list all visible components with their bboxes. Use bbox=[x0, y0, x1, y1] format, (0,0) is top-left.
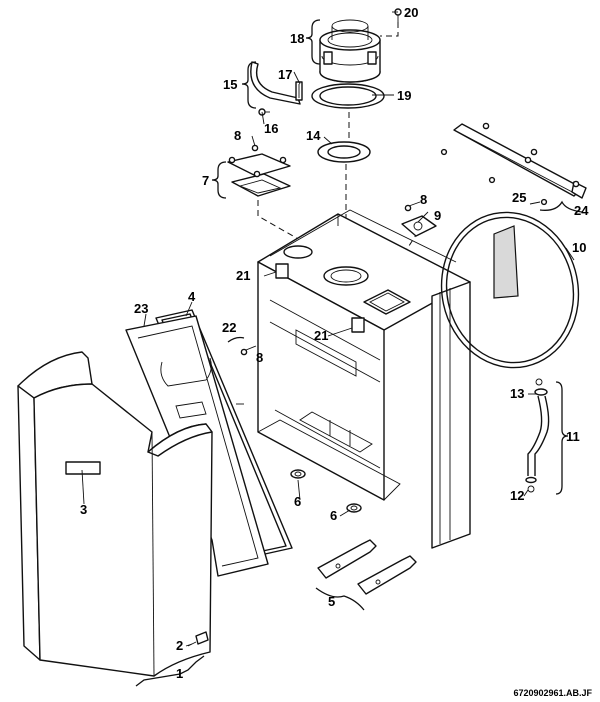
gas-pipe-part-11 bbox=[525, 378, 550, 493]
label-10: 10 bbox=[572, 240, 586, 255]
screw-part-20 bbox=[380, 8, 402, 37]
label-21-top: 21 bbox=[236, 268, 250, 283]
seal-ring-part-14 bbox=[317, 141, 371, 163]
label-25: 25 bbox=[512, 190, 526, 205]
label-19: 19 bbox=[397, 88, 411, 103]
gasket-ring-part-19 bbox=[311, 83, 385, 109]
label-8-right: 8 bbox=[420, 192, 427, 207]
clamp-bracket-part-15 bbox=[250, 61, 303, 116]
seal-part-10 bbox=[440, 211, 580, 369]
label-13: 13 bbox=[510, 386, 524, 401]
label-14: 14 bbox=[306, 128, 321, 143]
inspection-cover-part-7 bbox=[227, 144, 291, 197]
label-16: 16 bbox=[264, 121, 278, 136]
label-21-bottom: 21 bbox=[314, 328, 328, 343]
label-8-top: 8 bbox=[234, 128, 241, 143]
label-11: 11 bbox=[566, 429, 580, 444]
label-15: 15 bbox=[223, 77, 237, 92]
leader-lines bbox=[81, 11, 575, 647]
label-4: 4 bbox=[188, 289, 196, 304]
label-9: 9 bbox=[434, 208, 441, 223]
label-2: 2 bbox=[176, 638, 183, 653]
label-1: 1 bbox=[176, 666, 183, 681]
label-7: 7 bbox=[202, 173, 209, 188]
screw-part-8-lower bbox=[240, 345, 257, 356]
flue-adapter-part-18 bbox=[319, 19, 381, 83]
label-20: 20 bbox=[404, 5, 418, 20]
group-braces bbox=[135, 19, 583, 687]
hinges-part-5 bbox=[317, 539, 417, 595]
label-8-lower: 8 bbox=[256, 350, 263, 365]
grommets-part-6 bbox=[290, 469, 362, 513]
label-3: 3 bbox=[80, 502, 87, 517]
reference-code: 6720902961.AB.JF bbox=[513, 688, 592, 698]
label-6-left: 6 bbox=[294, 494, 301, 509]
label-22: 22 bbox=[222, 320, 236, 335]
label-23: 23 bbox=[134, 301, 148, 316]
front-cover-part-3 bbox=[17, 351, 213, 677]
label-12: 12 bbox=[510, 488, 524, 503]
label-5: 5 bbox=[328, 594, 335, 609]
part-labels: 20 18 17 15 19 16 8 14 7 8 25 24 9 10 21… bbox=[80, 5, 589, 681]
label-24: 24 bbox=[574, 203, 589, 218]
rail-part-24 bbox=[440, 122, 587, 206]
boiler-frame bbox=[257, 209, 471, 549]
label-17: 17 bbox=[278, 67, 292, 82]
plate-part-9 bbox=[401, 204, 437, 237]
label-18: 18 bbox=[290, 31, 304, 46]
label-6-right: 6 bbox=[330, 508, 337, 523]
